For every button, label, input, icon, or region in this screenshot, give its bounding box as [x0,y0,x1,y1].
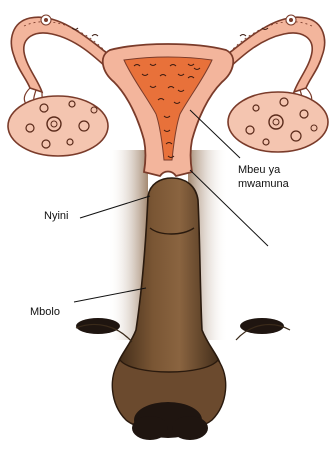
ovary-right [228,92,328,152]
label-vagina: Nyini [44,210,68,223]
ovary-left [8,96,108,156]
label-penis: Mbolo [30,306,60,319]
fallopian-tube-left [11,17,118,92]
label-sperm-line1: Mbeu ya [238,164,280,177]
fallopian-tube-right [218,17,325,92]
label-sperm-line2: mwamuna [238,178,289,191]
